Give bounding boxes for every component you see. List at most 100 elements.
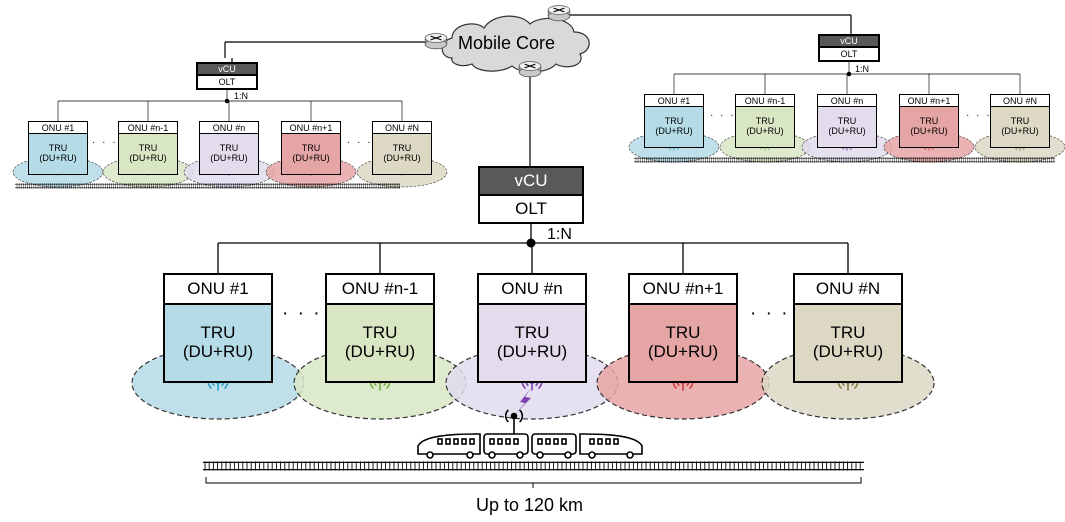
tru-unit: TRU(DU+RU)	[165, 305, 271, 381]
vcu-box: vCU	[478, 166, 584, 196]
router-icon	[547, 5, 571, 22]
tru-unit: TRU(DU+RU)	[900, 107, 958, 147]
railway-track	[15, 183, 400, 189]
tru-unit: TRU(DU+RU)	[373, 134, 431, 174]
tru-subtitle: (DU+RU)	[496, 342, 568, 361]
tru-subtitle: (DU+RU)	[647, 342, 719, 361]
train-wheel	[588, 451, 596, 459]
tru-unit: TRU(DU+RU)	[630, 305, 736, 381]
onu-label: ONU #n+1	[282, 122, 340, 134]
train-window	[469, 438, 475, 445]
tru-unit: TRU(DU+RU)	[736, 107, 794, 147]
distance-label: Up to 120 km	[476, 495, 584, 515]
tru-label: TRU	[514, 323, 550, 343]
ellipsis-separator: · · ·	[92, 137, 118, 148]
tru-subtitle: (DU+RU)	[210, 153, 248, 163]
tru-label: TRU	[200, 323, 236, 343]
mobile-core-label: Mobile Core	[458, 33, 556, 53]
onu-box: ONU #n TRU(DU+RU)	[477, 273, 587, 383]
onu-label: ONU #N	[373, 122, 431, 134]
train-window	[545, 438, 551, 445]
tru-subtitle: (DU+RU)	[828, 126, 866, 136]
onu-label: ONU #n	[479, 275, 585, 305]
tru-label: TRU	[665, 323, 701, 343]
train-window	[445, 438, 451, 445]
tru-unit: TRU(DU+RU)	[29, 134, 87, 174]
ellipsis-separator: · · ·	[710, 110, 736, 121]
onu-label: ONU #N	[991, 95, 1049, 107]
splitter-dot	[526, 238, 536, 248]
ellipsis-separator: · · ·	[966, 110, 992, 121]
train-window	[605, 438, 611, 445]
onu-label: ONU #1	[165, 275, 271, 305]
tru-subtitle: (DU+RU)	[383, 153, 421, 163]
tru-label: TRU	[301, 143, 321, 154]
router-icon	[424, 33, 448, 50]
train-window	[461, 438, 467, 445]
olt-box: OLT	[196, 74, 258, 90]
train-window	[613, 438, 619, 445]
tru-subtitle: (DU+RU)	[292, 153, 330, 163]
tru-unit: TRU(DU+RU)	[795, 305, 901, 381]
railway-track	[634, 157, 1055, 163]
tru-subtitle: (DU+RU)	[182, 342, 254, 361]
olt-box: OLT	[818, 46, 880, 62]
tru-label: TRU	[755, 116, 775, 127]
train-window	[497, 438, 503, 445]
tru-label: TRU	[830, 323, 866, 343]
train-window	[453, 438, 459, 445]
train-wheel	[516, 451, 524, 459]
router-icon	[518, 61, 542, 78]
train-wheel	[426, 451, 434, 459]
tru-subtitle: (DU+RU)	[655, 126, 693, 136]
tru-subtitle: (DU+RU)	[129, 153, 167, 163]
signal-wave	[519, 409, 524, 423]
tru-unit: TRU(DU+RU)	[818, 107, 876, 147]
onu-label: ONU #N	[795, 275, 901, 305]
tru-unit: TRU(DU+RU)	[645, 107, 703, 147]
tru-subtitle: (DU+RU)	[910, 126, 948, 136]
router-arrow	[430, 35, 437, 39]
split-ratio-label: 1:N	[855, 64, 870, 74]
train-wheel	[564, 451, 572, 459]
tru-label: TRU	[664, 116, 684, 127]
cloud-shape	[441, 15, 590, 73]
split-ratio-label: 1:N	[234, 91, 249, 101]
onu-label: ONU #n-1	[736, 95, 794, 107]
splitter-dot	[846, 71, 852, 77]
lightning-icon	[515, 388, 531, 414]
train-antenna-core	[510, 412, 518, 420]
tru-label: TRU	[919, 116, 939, 127]
train-car	[579, 433, 643, 455]
tru-label: TRU	[138, 143, 158, 154]
tru-unit: TRU(DU+RU)	[200, 134, 258, 174]
router-arrow	[529, 63, 536, 67]
train-window	[489, 438, 495, 445]
tru-label: TRU	[1010, 116, 1030, 127]
ellipsis-separator: · · ·	[750, 303, 790, 324]
router-arrow	[553, 9, 560, 13]
distance-bracket	[205, 477, 862, 488]
tru-unit: TRU(DU+RU)	[119, 134, 177, 174]
router-arrow	[430, 37, 437, 41]
tru-label: TRU	[837, 116, 857, 127]
onu-label: ONU #n+1	[900, 95, 958, 107]
tru-label: TRU	[48, 143, 68, 154]
router-arrow	[524, 63, 531, 67]
train-wheel	[536, 451, 544, 459]
tru-subtitle: (DU+RU)	[1001, 126, 1039, 136]
olt-box: OLT	[478, 194, 584, 224]
tru-unit: TRU(DU+RU)	[991, 107, 1049, 147]
router-arrow	[435, 37, 442, 41]
